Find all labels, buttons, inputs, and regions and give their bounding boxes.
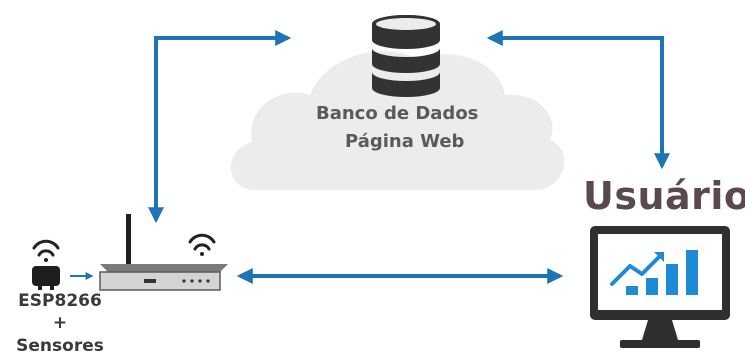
sensor-device-icon xyxy=(32,266,60,290)
cloud-label-database: Banco de Dados xyxy=(316,103,479,124)
arrow-router-to-cloud xyxy=(148,30,292,224)
connection-arrows xyxy=(70,30,670,284)
device-label-plus: + xyxy=(52,313,68,333)
growth-chart-icon xyxy=(610,250,698,295)
device-label-sensores: Sensores xyxy=(16,336,104,356)
router-wifi-icon xyxy=(188,233,216,256)
device-label-esp8266: ESP8266 xyxy=(18,291,102,311)
cloud-label-webpage: Página Web xyxy=(345,131,465,152)
router-icon xyxy=(99,214,228,291)
monitor-icon xyxy=(590,226,730,348)
user-title: Usuário xyxy=(583,174,745,218)
sensor-wifi-icon xyxy=(32,239,60,262)
database-icon xyxy=(372,15,440,97)
cloud-icon xyxy=(230,51,565,191)
arrow-cloud-to-user xyxy=(486,30,670,170)
